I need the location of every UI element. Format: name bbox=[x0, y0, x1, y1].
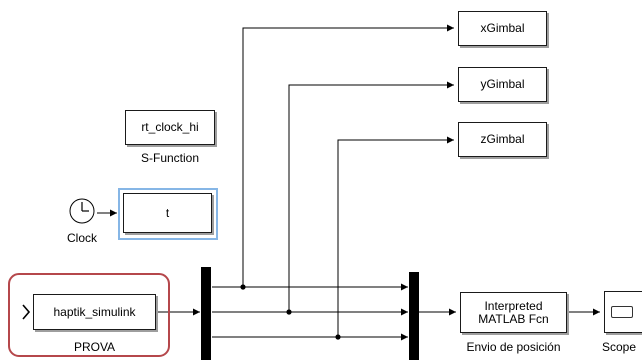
branch-point bbox=[286, 309, 292, 315]
t-block[interactable]: t bbox=[123, 193, 212, 233]
t-label: t bbox=[165, 205, 170, 220]
branch-point bbox=[240, 284, 246, 290]
haptik-simulink-block[interactable]: haptik_simulink bbox=[33, 294, 156, 330]
demux-bar[interactable] bbox=[201, 267, 211, 360]
interpreted-matlab-fcn-block[interactable]: Interpreted MATLAB Fcn bbox=[460, 292, 567, 333]
xgimbal-label: xGimbal bbox=[480, 21, 525, 35]
ygimbal-block[interactable]: yGimbal bbox=[458, 67, 547, 102]
input-port-chevron bbox=[22, 304, 31, 320]
haptik-label: haptik_simulink bbox=[53, 304, 136, 319]
ygimbal-label: yGimbal bbox=[480, 77, 525, 91]
signal-line-zgimbal bbox=[337, 136, 454, 337]
scope-icon bbox=[611, 306, 633, 318]
rt-clock-label: rt_clock_hi bbox=[141, 120, 199, 134]
zgimbal-block[interactable]: zGimbal bbox=[458, 122, 547, 157]
scope-caption: Scope bbox=[602, 340, 637, 354]
prova-selection-outline bbox=[8, 273, 170, 357]
t-block-highlight bbox=[118, 188, 218, 240]
clock-icon bbox=[69, 198, 95, 224]
envio-caption: Envio de posición bbox=[466, 340, 561, 354]
zgimbal-label: zGimbal bbox=[480, 132, 525, 146]
signal-line-xgimbal bbox=[242, 24, 454, 287]
interpreted-label: Interpreted bbox=[484, 298, 543, 313]
scope-block[interactable] bbox=[604, 291, 642, 333]
xgimbal-block[interactable]: xGimbal bbox=[458, 11, 547, 46]
rt-clock-sfunction-block[interactable]: rt_clock_hi bbox=[125, 110, 215, 145]
prova-caption: PROVA bbox=[73, 340, 116, 354]
signal-line-ygimbal bbox=[288, 81, 454, 312]
clock-caption: Clock bbox=[66, 231, 97, 245]
branch-point bbox=[335, 334, 341, 340]
mux-bar[interactable] bbox=[409, 272, 419, 360]
matlab-fcn-label: MATLAB Fcn bbox=[478, 311, 549, 326]
sfunction-caption: S-Function bbox=[140, 151, 200, 165]
